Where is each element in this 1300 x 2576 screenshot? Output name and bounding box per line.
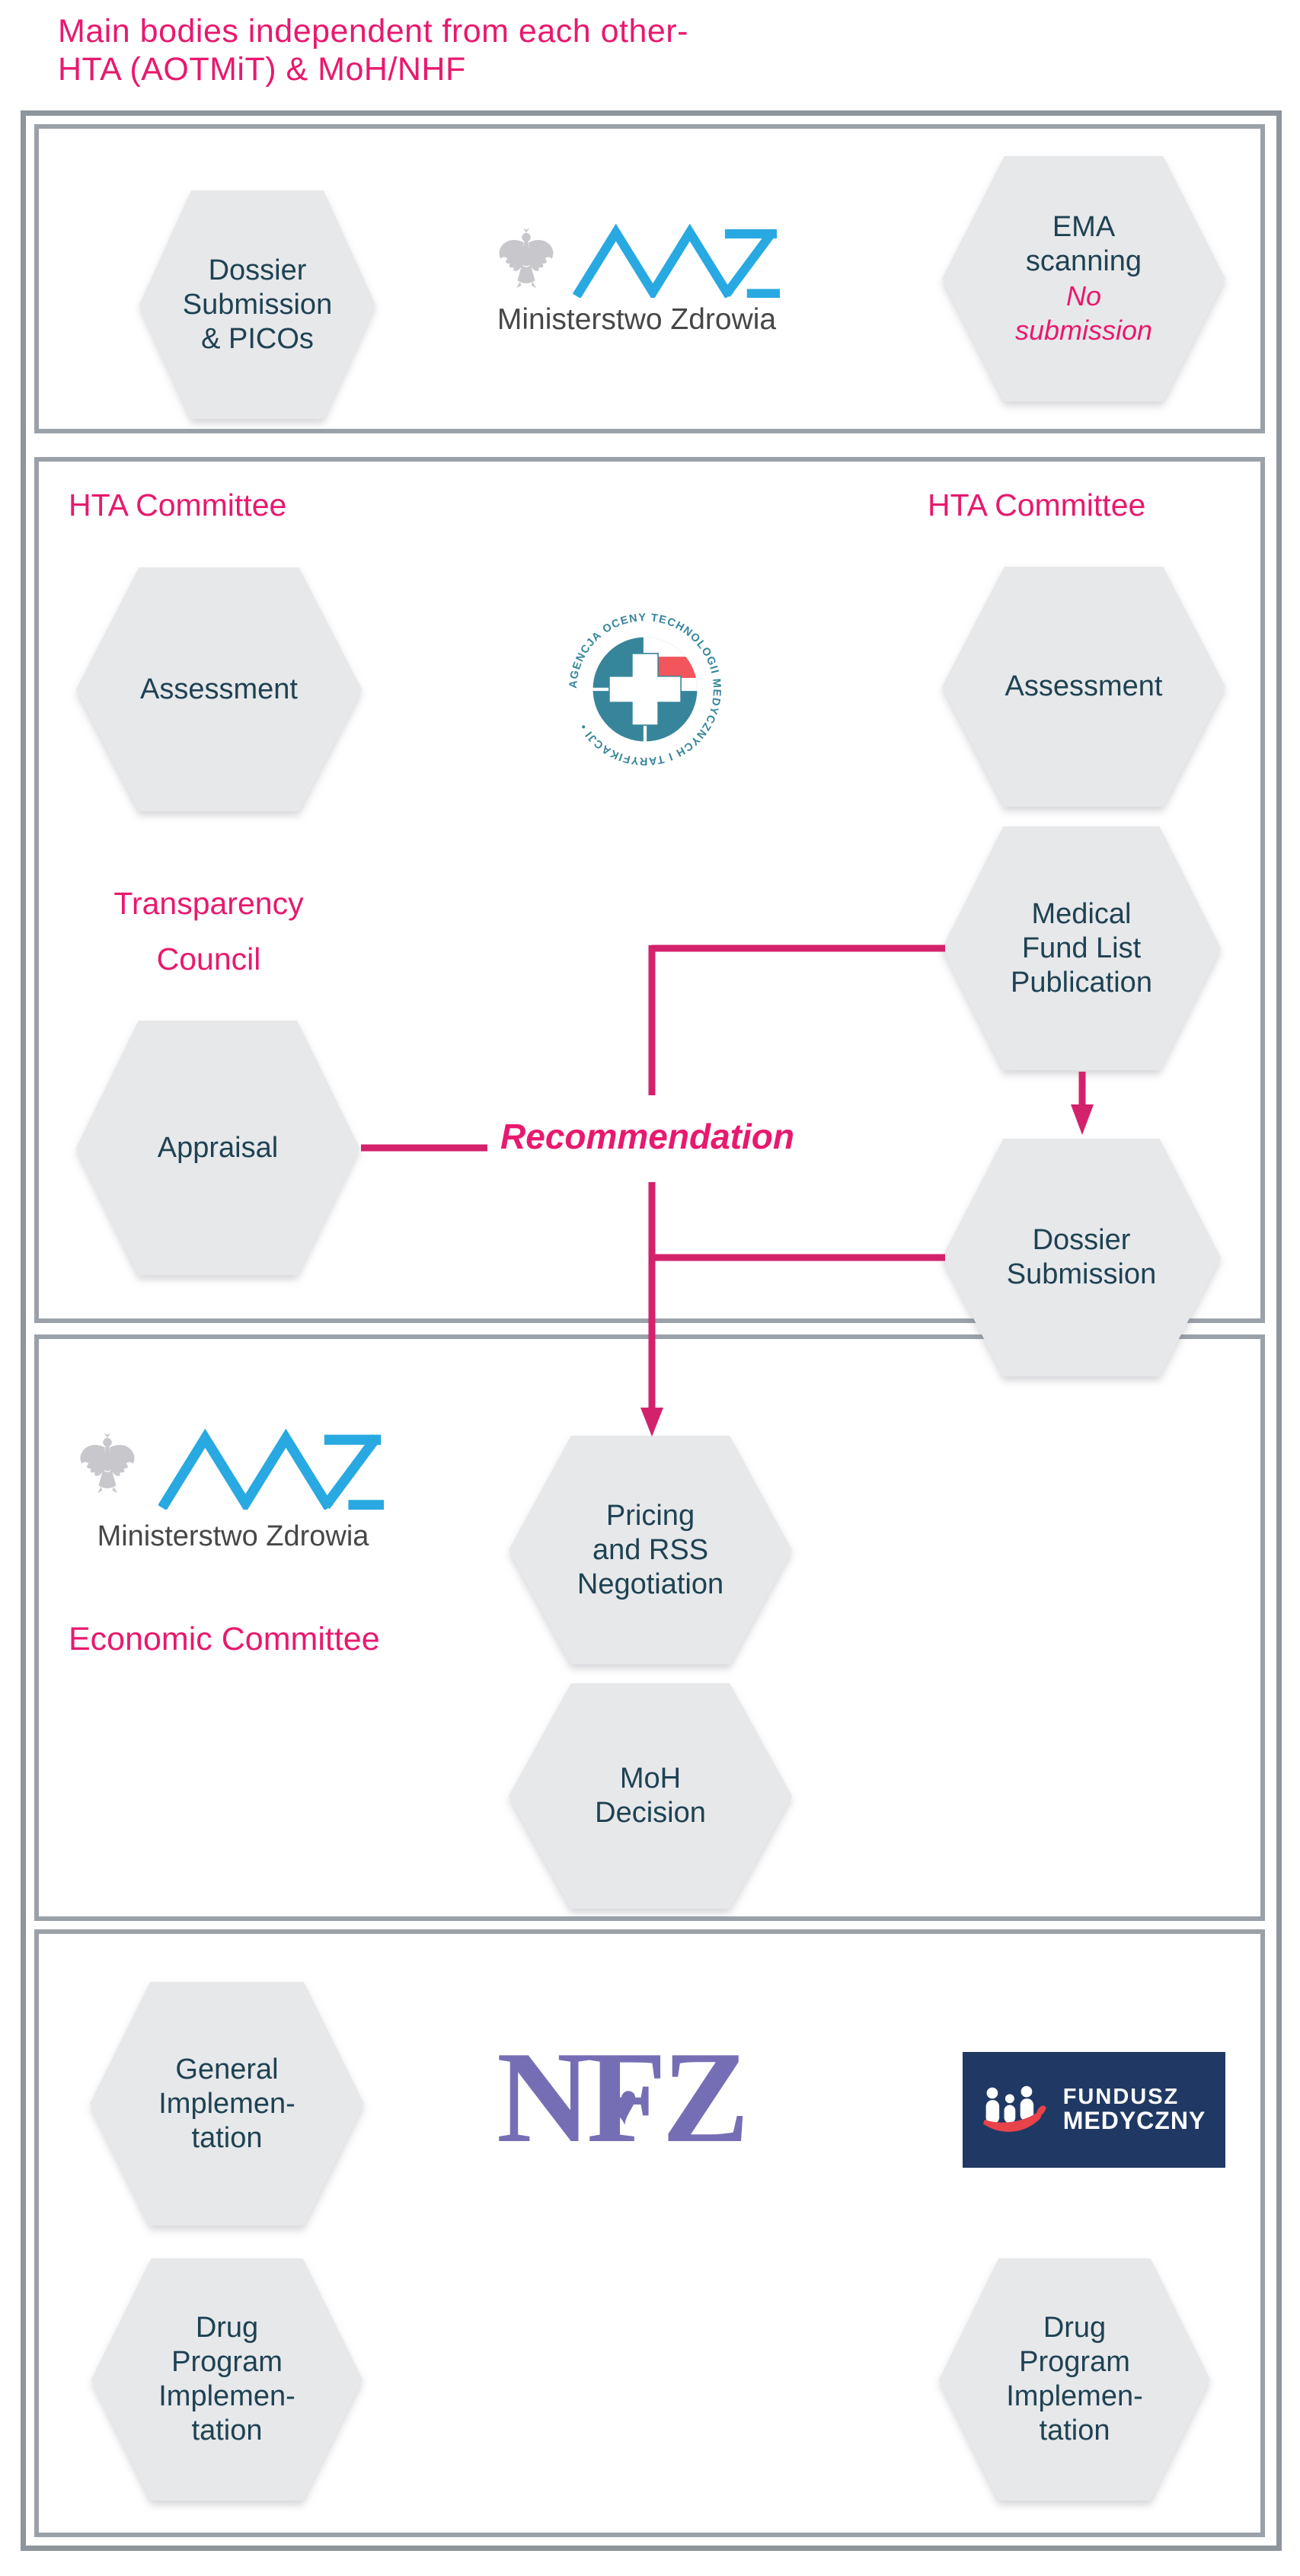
- mz-eagle-icon: [75, 1430, 140, 1501]
- hex-line: Decision: [595, 1797, 706, 1829]
- hex-general-implementation: General Implemen- tation: [90, 1982, 364, 2226]
- hex-line: and RSS: [592, 1533, 709, 1566]
- hex-dossier-submission-2: Dossier Submission: [942, 1139, 1221, 1376]
- hex-line: General: [175, 2053, 279, 2085]
- hex-line: Dossier: [208, 254, 307, 286]
- hex-line: Drug: [1043, 2312, 1107, 2344]
- hex-line: Program: [1019, 2346, 1130, 2378]
- hex-line: scanning: [1025, 245, 1142, 277]
- hex-line: Submission: [182, 288, 333, 321]
- hex-note-line: No: [1065, 280, 1101, 312]
- hex-line: & PICOs: [201, 322, 314, 355]
- mz-logo-caption: Ministerstwo Zdrowia: [97, 1520, 369, 1552]
- aotmit-logo: AGENCJA OCENY TECHNOLOGII MEDYCZNYCH I T…: [564, 608, 727, 771]
- hex-line: Publication: [1011, 966, 1152, 999]
- hex-line: tation: [1039, 2415, 1110, 2447]
- label-hta-committee-left: HTA Committee: [69, 487, 287, 523]
- hex-note-line: submission: [1014, 315, 1153, 346]
- hex-line: Appraisal: [157, 1131, 279, 1164]
- hex-dossier-submission-picos: Dossier Submission & PICOs: [139, 190, 375, 419]
- hex-line: Medical: [1031, 897, 1132, 930]
- hex-line: Assessment: [1005, 670, 1163, 702]
- hex-line: Pricing: [605, 1499, 695, 1532]
- hex-assessment-left: Assessment: [76, 567, 362, 811]
- hex-line: Implemen-: [158, 2087, 295, 2120]
- fundusz-line: FUNDUSZ: [1062, 2084, 1180, 2109]
- hex-line: Assessment: [140, 673, 298, 705]
- hex-line: Negotiation: [577, 1568, 724, 1600]
- hex-line: Drug: [195, 2312, 259, 2344]
- hex-line: Dossier: [1032, 1224, 1131, 1256]
- mz-eagle-icon: [493, 225, 559, 296]
- page-title: Main bodies independent from each other-…: [58, 12, 688, 88]
- hex-line: tation: [191, 2121, 263, 2154]
- label-line: Council: [156, 941, 261, 976]
- hex-line: tation: [191, 2415, 263, 2447]
- mz-zigzag-icon: [158, 1429, 384, 1510]
- label-economic-committee: Economic Committee: [69, 1621, 380, 1657]
- hex-line: Fund List: [1021, 932, 1142, 964]
- hex-ema-scanning: EMA scanning No submission: [942, 156, 1225, 401]
- hex-drug-program-implementation-right: Drug Program Implemen- tation: [939, 2258, 1210, 2501]
- hex-line: Implemen-: [158, 2380, 295, 2412]
- page-title-line2: HTA (AOTMiT) & MoH/NHF: [58, 51, 466, 88]
- nfz-logo: NFZ ♥: [497, 2032, 771, 2177]
- nfz-text: NFZ: [497, 2025, 749, 2170]
- hex-pricing-rss-negotiation: Pricing and RSS Negotiation: [509, 1436, 792, 1664]
- fundusz-medyczny-text: FUNDUSZ MEDYCZNY: [1063, 2085, 1206, 2134]
- hex-line: EMA: [1052, 211, 1116, 243]
- label-recommendation: Recommendation: [500, 1117, 794, 1156]
- label-transparency-council: Transparency Council: [78, 876, 340, 987]
- fundusz-medyczny-logo: FUNDUSZ MEDYCZNY: [963, 2052, 1225, 2168]
- label-line: Transparency: [113, 886, 304, 921]
- hex-line: MoH: [619, 1763, 682, 1795]
- fundusz-line: MEDYCZNY: [1062, 2107, 1206, 2135]
- hex-line: Program: [171, 2346, 283, 2378]
- hex-drug-program-implementation-left: Drug Program Implemen- tation: [91, 2258, 363, 2501]
- hex-medical-fund-list-publication: Medical Fund List Publication: [942, 826, 1221, 1070]
- fundusz-family-hand-icon: [982, 2084, 1052, 2136]
- page-title-line1: Main bodies independent from each other-: [58, 13, 688, 50]
- hex-appraisal: Appraisal: [76, 1021, 359, 1275]
- hex-moh-decision: MoH Decision: [509, 1683, 792, 1909]
- mz-zigzag-icon: [573, 224, 780, 298]
- hex-line: Implemen-: [1006, 2380, 1143, 2412]
- outer-frame: [21, 110, 1282, 2551]
- hex-line: Submission: [1006, 1258, 1157, 1290]
- hex-assessment-right: Assessment: [942, 567, 1225, 807]
- mz-logo-caption: Ministerstwo Zdrowia: [497, 303, 777, 336]
- label-hta-committee-right: HTA Committee: [928, 487, 1146, 523]
